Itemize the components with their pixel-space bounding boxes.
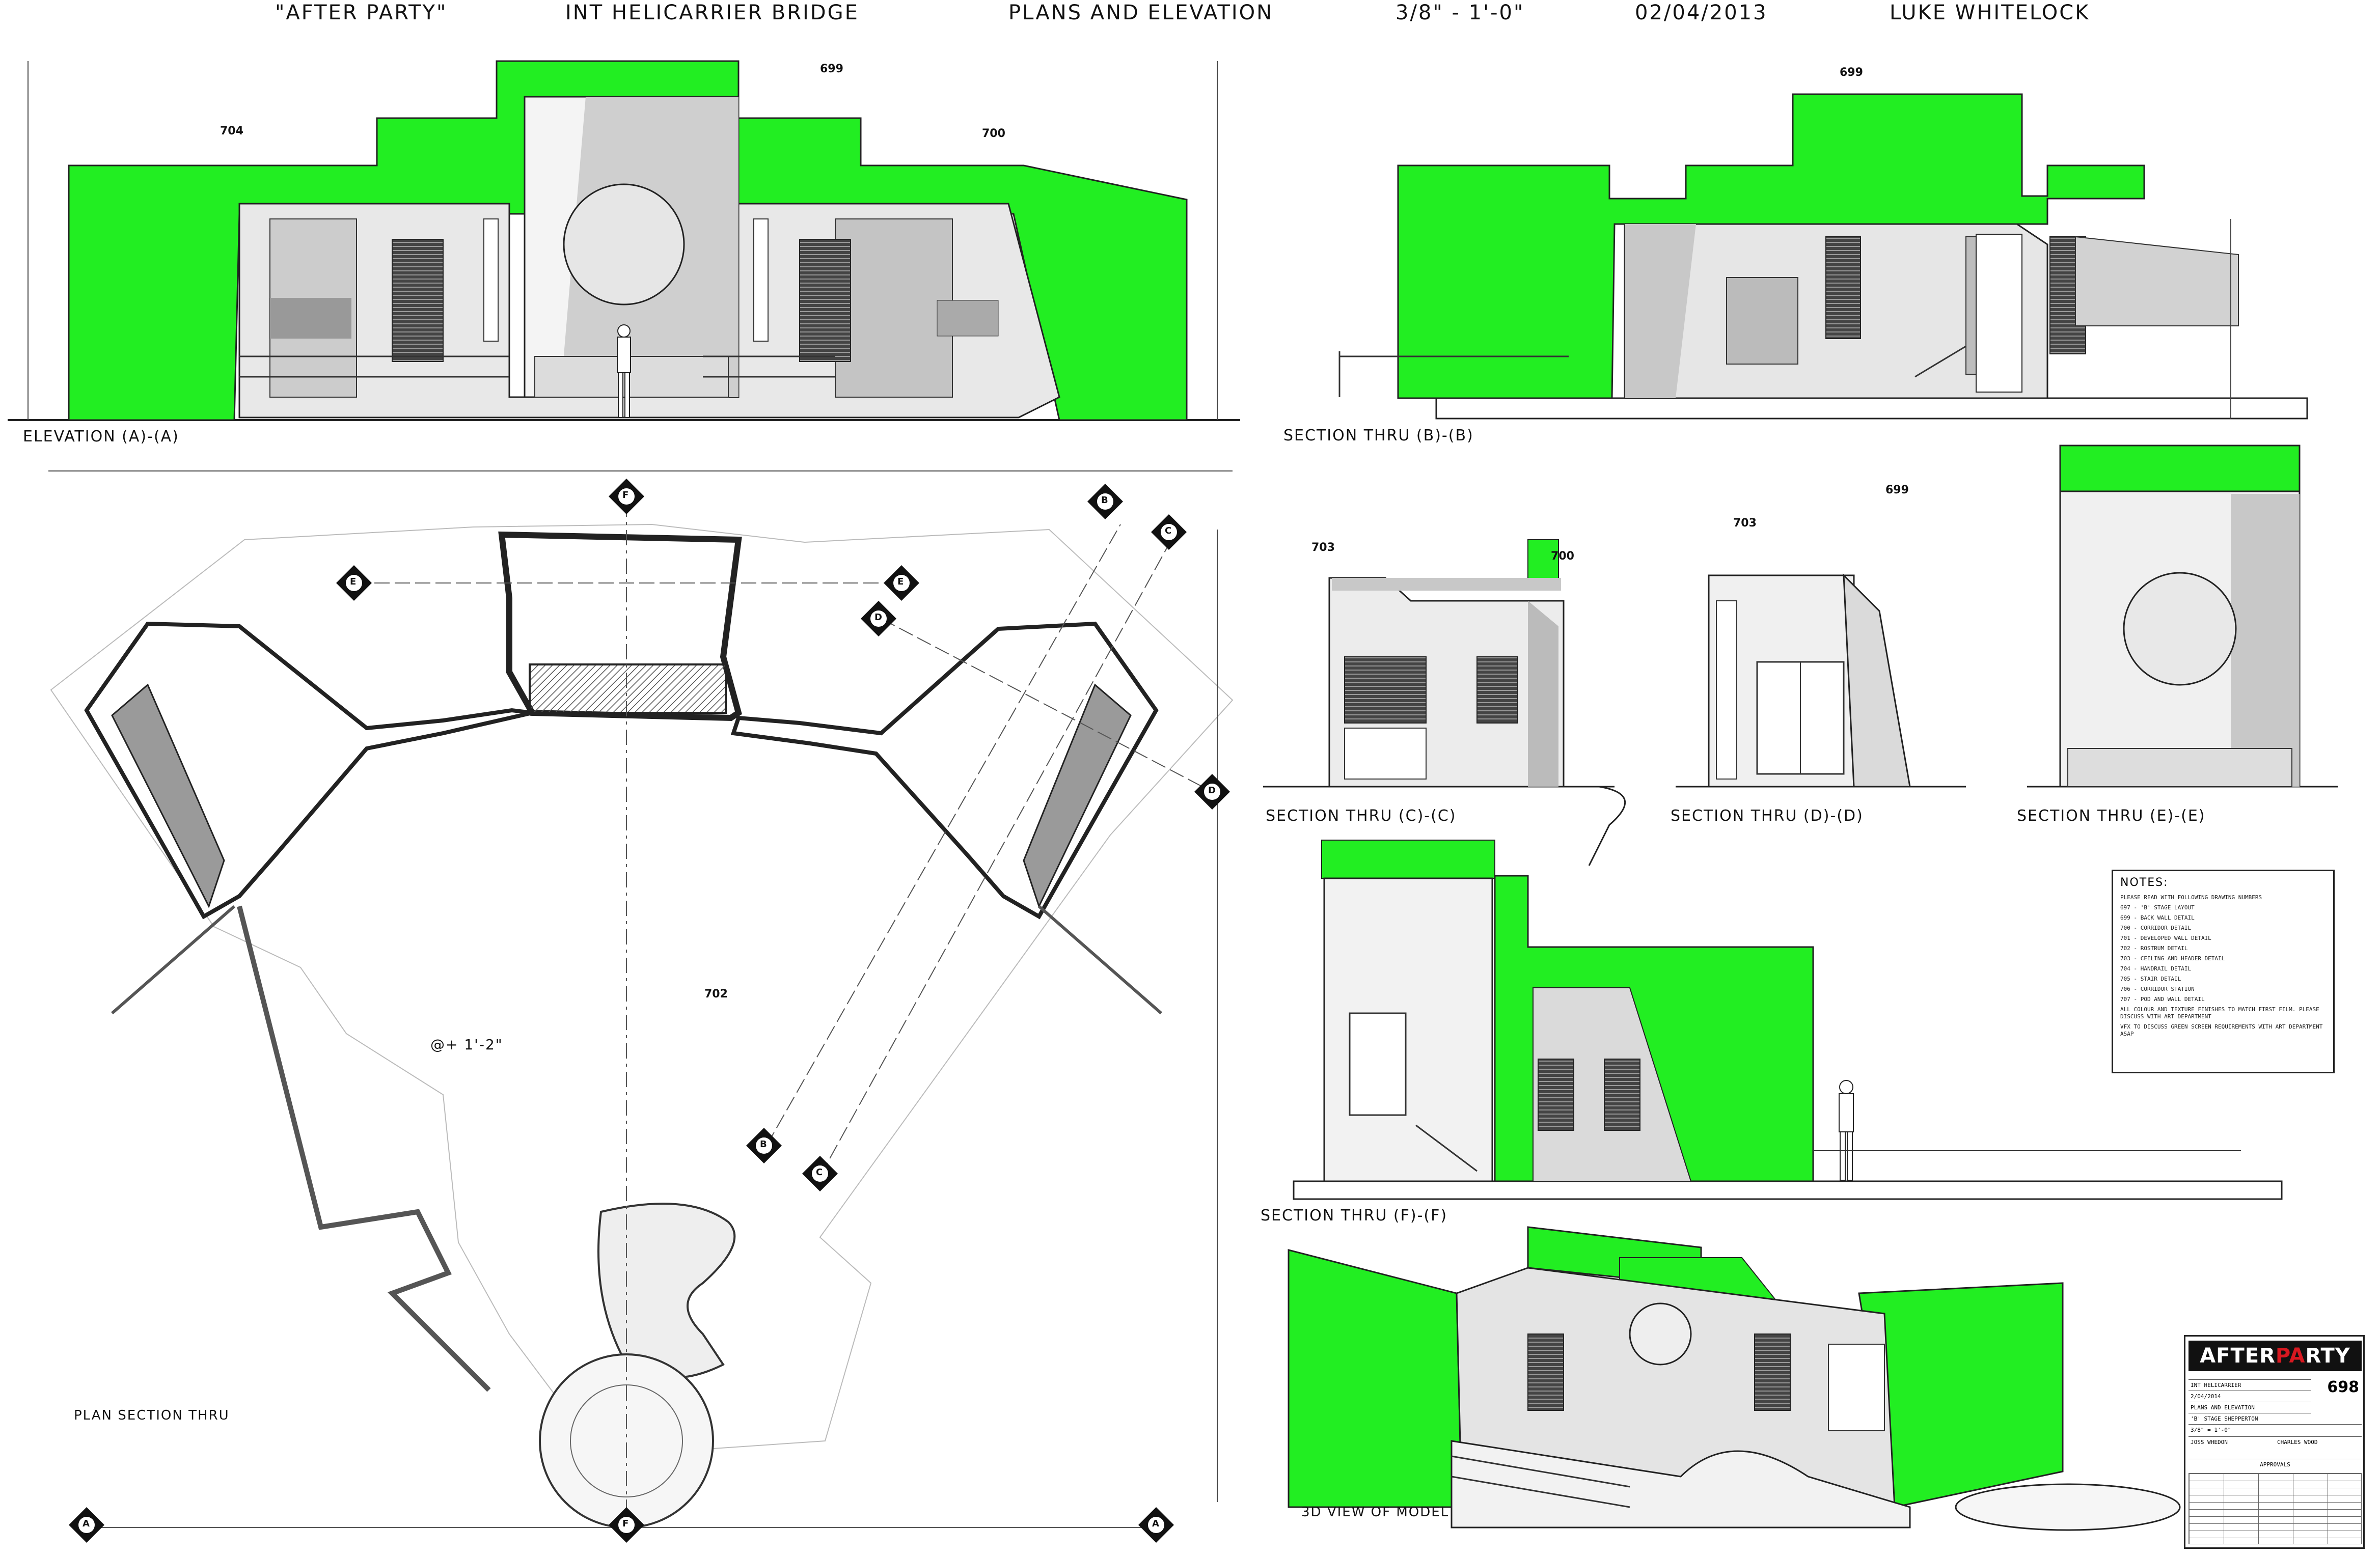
tb-art-director: CHARLES WOOD — [2275, 1436, 2362, 1448]
note-item: 699 - BACK WALL DETAIL — [2120, 914, 2195, 921]
header-date: 02/04/2013 — [1635, 1, 1768, 24]
detail-corridor: 700 — [982, 127, 1005, 140]
detail-additional-wall: 699 — [1885, 484, 1909, 496]
label-section-b-b: SECTION THRU (B)-(B) — [1283, 427, 1474, 444]
note-item: ALL COLOUR AND TEXTURE FINISHES TO MATCH… — [2120, 1006, 2319, 1020]
tb-set-name: INT HELICARRIER — [2188, 1379, 2311, 1391]
note-item: 702 - ROSTRUM DETAIL — [2120, 945, 2188, 952]
detail-back-wall: 699 — [820, 63, 843, 75]
section-d-d — [1676, 573, 1966, 788]
note-item: 700 - CORRIDOR DETAIL — [2120, 925, 2192, 931]
section-c-c — [1263, 539, 1626, 866]
notes-panel: NOTES: PLEASE READ WITH FOLLOWING DRAWIN… — [2112, 870, 2335, 1073]
tb-revision-grid — [2188, 1473, 2362, 1544]
tb-approvals: APPROVALS — [2188, 1459, 2362, 1470]
section-e-e — [2027, 444, 2338, 788]
note-item: 706 - CORRIDOR STATION — [2120, 986, 2195, 992]
shield-disc-section-e — [2123, 572, 2237, 686]
detail-pipe-grille: 699 — [1840, 66, 1863, 79]
header-scale: 3/8" - 1'-0" — [1396, 1, 1525, 24]
header-project: "AFTER PARTY" — [275, 1, 448, 24]
tb-date: 2/04/2014 — [2188, 1391, 2311, 1402]
note-item: 703 - CEILING AND HEADER DETAIL — [2120, 955, 2225, 962]
model-3d-view — [1288, 1226, 2181, 1531]
detail-handrail: 704 — [220, 125, 243, 137]
label-3d-view: 3D VIEW OF MODEL — [1301, 1505, 1449, 1520]
note-item: 707 - POD AND WALL DETAIL — [2120, 996, 2205, 1003]
marker-e-right: E — [897, 576, 904, 587]
marker-b-bottom: B — [760, 1139, 767, 1150]
section-b-b — [1338, 93, 2308, 420]
label-section-d-d: SECTION THRU (D)-(D) — [1671, 807, 1864, 825]
section-f-f — [1293, 840, 2283, 1200]
tb-stage: 'B' STAGE SHEPPERTON — [2188, 1413, 2311, 1424]
scale-figure-elevation — [617, 324, 631, 418]
marker-f-bottom: F — [622, 1518, 629, 1529]
label-section-f-f: SECTION THRU (F)-(F) — [1261, 1207, 1448, 1225]
header-sheet-type: PLANS AND ELEVATION — [1008, 1, 1274, 24]
detail-pod-wall: 703 — [1733, 517, 1757, 530]
detail-rostrum: 702 — [704, 988, 728, 1001]
notes-title: NOTES: — [2120, 876, 2169, 889]
marker-d-right: D — [1208, 785, 1216, 796]
green-screen-section-b — [1397, 93, 2145, 399]
detail-ceiling-header: 703 — [1311, 541, 1335, 554]
label-plan-section: PLAN SECTION THRU — [74, 1408, 230, 1423]
plan-section — [48, 470, 1234, 1529]
label-section-c-c: SECTION THRU (C)-(C) — [1266, 807, 1457, 825]
header-author: LUKE WHITELOCK — [1890, 1, 2090, 24]
marker-c-top: C — [1165, 525, 1172, 536]
plan-level: @+ 1'-2" — [430, 1036, 503, 1053]
label-elevation-a-a: ELEVATION (A)-(A) — [23, 428, 179, 446]
note-item: 697 - 'B' STAGE LAYOUT — [2120, 904, 2195, 911]
afterparty-logo: AFTERPARTY — [2188, 1341, 2362, 1371]
note-item: PLEASE READ WITH FOLLOWING DRAWING NUMBE… — [2120, 894, 2262, 901]
note-item: 704 - HANDRAIL DETAIL — [2120, 965, 2192, 972]
detail-corridor-wall: 700 — [1551, 550, 1574, 563]
marker-e-left: E — [350, 576, 357, 587]
marker-a-right: A — [1152, 1518, 1159, 1529]
drawing-number: 698 — [2327, 1378, 2359, 1396]
elevation-a-a — [8, 60, 1240, 421]
header-set: INT HELICARRIER BRIDGE — [565, 1, 859, 24]
label-section-e-e: SECTION THRU (E)-(E) — [2017, 807, 2206, 825]
marker-a-left: A — [83, 1518, 90, 1529]
note-item: 701 - DEVELOPED WALL DETAIL — [2120, 935, 2211, 941]
shield-disc-elevation — [563, 183, 685, 305]
tb-sheet: PLANS AND ELEVATION — [2188, 1402, 2311, 1413]
title-block: AFTERPARTY 698 INT HELICARRIER 2/04/2014… — [2184, 1335, 2365, 1549]
marker-b-top: B — [1101, 495, 1108, 506]
tb-scale: 3/8" = 1'-0" — [2188, 1424, 2362, 1435]
marker-c-bottom: C — [816, 1167, 823, 1178]
note-item: VFX TO DISCUSS GREEN SCREEN REQUIREMENTS… — [2120, 1023, 2323, 1037]
note-item: 705 - STAIR DETAIL — [2120, 976, 2181, 982]
marker-f-top: F — [622, 490, 629, 501]
marker-d-left: D — [874, 612, 882, 623]
tb-designer: JOSS WHEDON — [2188, 1436, 2275, 1448]
